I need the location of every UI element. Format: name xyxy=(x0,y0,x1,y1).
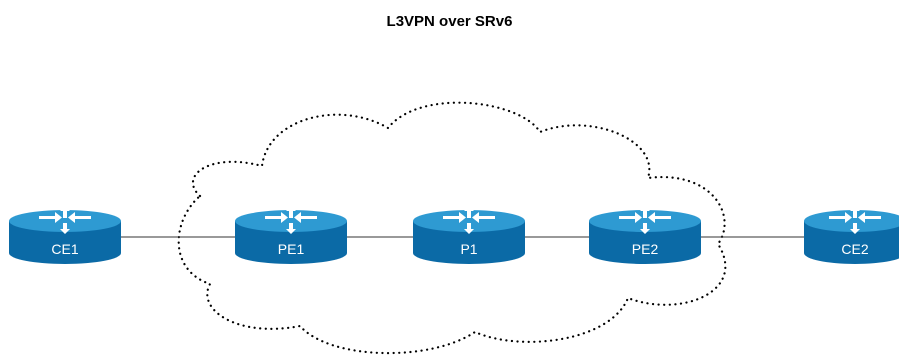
router-label-ce2: CE2 xyxy=(841,241,868,257)
router-pe1[interactable]: PE1 xyxy=(235,206,347,264)
router-label-ce1: CE1 xyxy=(51,241,78,257)
router-label-p1: P1 xyxy=(460,241,477,257)
diagram-title: L3VPN over SRv6 xyxy=(386,13,513,30)
network-cloud-icon xyxy=(177,101,727,355)
router-pe2[interactable]: PE2 xyxy=(589,206,701,264)
router-ce2[interactable]: CE2 xyxy=(804,206,899,264)
router-label-pe1: PE1 xyxy=(278,241,305,257)
router-ce1[interactable]: CE1 xyxy=(9,206,121,264)
router-p1[interactable]: P1 xyxy=(413,206,525,264)
router-label-pe2: PE2 xyxy=(632,241,659,257)
